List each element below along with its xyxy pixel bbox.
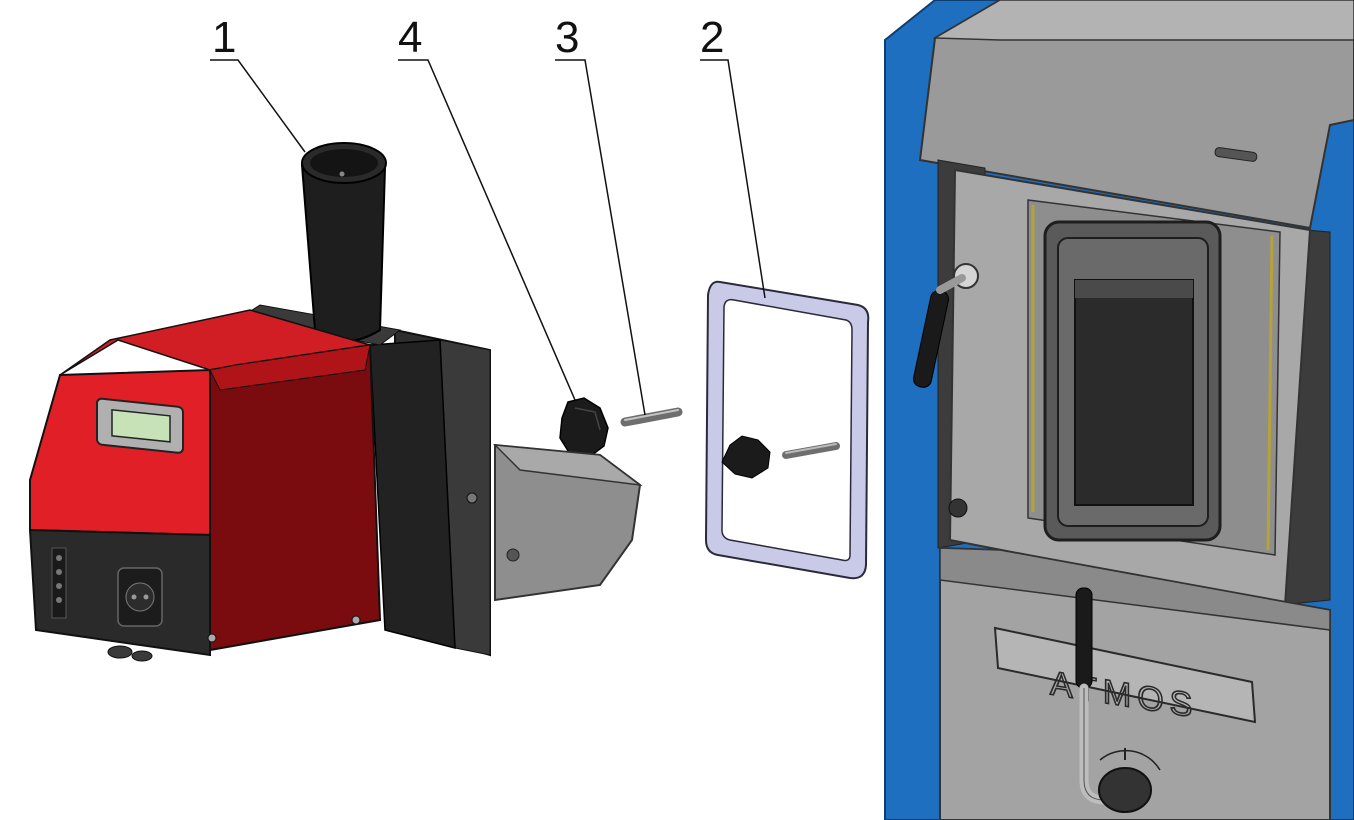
frame-knob-icon <box>721 435 771 479</box>
leader-line-2 <box>700 59 766 299</box>
threaded-pin <box>620 407 683 427</box>
air-regulator-lever <box>1075 587 1093 689</box>
burner-housing-front <box>29 368 211 537</box>
callout-label-1: 1 <box>212 13 236 62</box>
pellet-burner <box>28 142 643 662</box>
door-bolt-icon <box>948 498 968 518</box>
tube-bolt-icon <box>506 548 520 562</box>
viewing-window-glass <box>1074 279 1194 506</box>
boiler: ATMOS <box>884 0 1354 820</box>
hood-handle-icon <box>1214 147 1258 162</box>
leader-line-3 <box>555 59 646 416</box>
callout-label-3: 3 <box>555 13 579 62</box>
burner-exhaust-tube <box>300 163 387 342</box>
callout-leaders <box>210 59 766 416</box>
frame-pin <box>782 442 840 459</box>
star-knob-icon <box>559 397 609 459</box>
regulator-knob-icon <box>1098 767 1152 813</box>
burner-housing-side <box>209 343 382 652</box>
star-knob <box>559 397 609 459</box>
callout-label-2: 2 <box>700 13 724 62</box>
brand-plate <box>993 626 1257 724</box>
callout-label-4: 4 <box>398 13 422 62</box>
door-gasket-frame <box>704 280 870 580</box>
leader-line-4 <box>398 59 576 401</box>
leader-line-1 <box>210 59 306 153</box>
callout-labels: 1 4 3 2 <box>212 13 724 62</box>
burner-lcd-screen <box>111 408 171 443</box>
